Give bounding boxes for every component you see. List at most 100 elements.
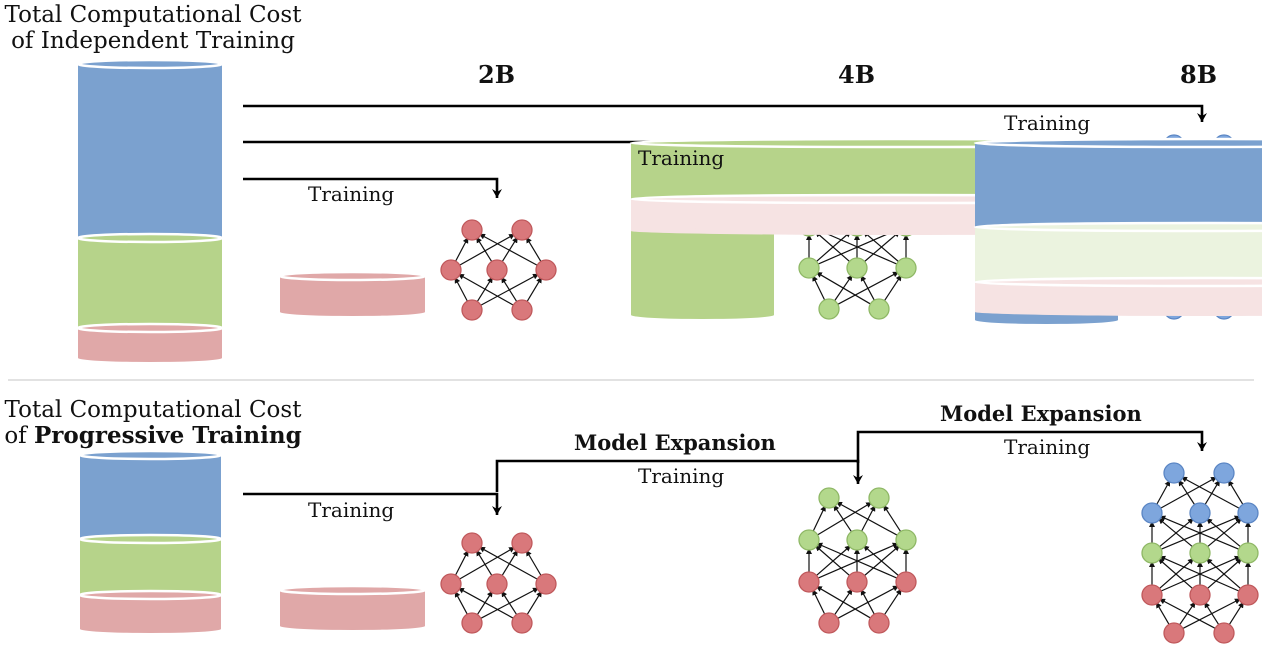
cost-cylinder-8b-progressive-segment-top — [973, 221, 1262, 233]
network-2b-independent — [440, 219, 557, 321]
bottom-title: Total Computational Cost of Progressive … — [0, 397, 306, 449]
network-4b-independent-node — [818, 298, 840, 320]
model-expansion-label-2: Model Expansion — [940, 401, 1142, 426]
network-4b-independent-edge — [837, 271, 899, 305]
total-cost-cylinder-progressive-segment — [80, 539, 221, 595]
network-4b-independent-node — [895, 257, 917, 279]
total-cost-cylinder-progressive-segment — [80, 455, 221, 539]
expansion-arrow-4b-8b — [856, 430, 1207, 463]
network-4b-independent-edge — [812, 275, 826, 301]
network-2b-independent-node — [440, 259, 462, 281]
network-2b-independent-node — [535, 259, 557, 281]
total-cost-cylinder-independent-segment — [78, 64, 222, 238]
top-training-label-8b: Training — [1004, 111, 1091, 135]
network-8b-progressive-node — [1237, 584, 1259, 606]
network-8b-progressive-edge — [1159, 598, 1216, 629]
cost-cylinder-4b-segment-bottom — [631, 311, 774, 319]
network-2b-independent-edge — [526, 236, 542, 262]
network-2b-progressive-edge — [476, 590, 493, 615]
network-8b-progressive-edge — [1178, 479, 1196, 505]
network-4b-independent-edge — [815, 231, 850, 262]
network-2b-progressive-node — [440, 573, 462, 595]
network-4b-independent-edge — [815, 272, 871, 305]
bottom-training-label-4b: Training — [638, 464, 725, 488]
network-2b-progressive-edge — [526, 590, 542, 615]
network-2b-independent-node — [461, 299, 483, 321]
network-4b-progressive-node — [895, 529, 917, 551]
cost-cylinder-2b-segment-bottom — [280, 308, 425, 316]
network-4b-independent-edge — [863, 231, 899, 262]
bottom-training-label-8b: Training — [1004, 435, 1091, 459]
network-8b-progressive-node — [1163, 622, 1185, 644]
cost-cylinder-4b-segment — [631, 225, 774, 315]
network-2b-independent-edge — [476, 236, 493, 262]
network-8b-progressive-edge — [1158, 518, 1193, 548]
network-4b-independent-edge — [816, 228, 898, 265]
cost-cylinder-8b-progressive-segment — [975, 227, 1262, 282]
network-4b-progressive-node — [846, 571, 868, 593]
network-2b-independent-node — [511, 219, 533, 241]
network-8b-progressive-node — [1141, 542, 1163, 564]
top-title-line1: Total Computational Cost — [4, 2, 302, 28]
network-4b-progressive-edge — [860, 589, 875, 615]
network-8b-progressive-edge — [1179, 601, 1196, 626]
network-8b-progressive — [1141, 462, 1259, 644]
network-8b-progressive-node — [1189, 502, 1211, 524]
network-8b-progressive-edge — [1159, 515, 1240, 550]
total-cost-cylinder-independent — [76, 58, 224, 362]
network-8b-progressive-edge — [1156, 601, 1170, 625]
model-size-8b: 8B — [1180, 60, 1217, 89]
network-2b-independent-edge — [479, 233, 538, 266]
network-4b-progressive-edge — [812, 505, 826, 532]
network-2b-independent-edge — [454, 277, 468, 302]
network-4b-progressive-node — [846, 529, 868, 551]
network-2b-progressive-edge — [459, 547, 516, 580]
cost-cylinder-8b-progressive — [973, 137, 1262, 316]
network-8b-progressive-edge — [1228, 601, 1244, 625]
network-4b-progressive-edge — [833, 504, 852, 533]
network-2b-independent-edge — [457, 273, 514, 306]
network-8b-progressive-edge — [1181, 476, 1240, 509]
network-2b-independent-edge — [459, 233, 516, 266]
total-cost-cylinder-progressive-segment-bottom — [80, 625, 221, 633]
network-4b-progressive-edge — [883, 588, 902, 615]
cost-cylinder-2b-segment-top — [278, 270, 427, 282]
cost-cylinder-2b-progressive — [278, 584, 427, 630]
network-2b-progressive-node — [486, 573, 508, 595]
network-4b-progressive-node — [818, 612, 840, 634]
network-4b-progressive-node — [868, 612, 890, 634]
network-2b-progressive-edge — [458, 587, 514, 619]
cost-cylinder-8b-progressive-segment — [975, 143, 1262, 227]
network-2b-progressive — [440, 532, 557, 634]
total-cost-cylinder-independent-segment-top — [76, 58, 224, 70]
bottom-title-prefix: of — [4, 423, 34, 449]
cost-cylinder-8b-segment-bottom — [975, 316, 1118, 324]
cost-cylinder-8b-progressive-segment-top — [973, 137, 1262, 149]
network-4b-progressive-node — [818, 487, 840, 509]
cost-cylinder-8b-progressive-segment-top — [973, 276, 1262, 288]
cost-cylinder-4b — [629, 219, 776, 319]
bottom-title-line1: Total Computational Cost — [4, 397, 302, 423]
top-training-label-2b: Training — [308, 182, 395, 206]
expansion-arrow-2b-4b — [495, 459, 863, 492]
network-4b-progressive-edge — [815, 545, 850, 576]
network-8b-progressive-edge — [1158, 558, 1193, 589]
bottom-training-label-2b: Training — [308, 498, 395, 522]
network-4b-independent-node — [846, 257, 868, 279]
network-8b-progressive-node — [1141, 584, 1163, 606]
total-cost-cylinder-progressive-segment — [80, 595, 221, 629]
network-4b-independent-edge — [860, 275, 875, 301]
network-4b-independent-node — [868, 298, 890, 320]
total-cost-cylinder-independent-segment-top — [76, 232, 224, 244]
network-8b-progressive-edge — [1228, 479, 1244, 505]
total-cost-cylinder-independent-segment-top — [76, 322, 224, 334]
network-4b-independent-edge — [883, 274, 902, 301]
network-2b-independent-edge — [455, 237, 469, 262]
training-arrow-8b — [243, 104, 1207, 122]
network-4b-progressive-node — [798, 571, 820, 593]
total-cost-cylinder-progressive-segment-top — [78, 589, 223, 601]
network-4b-independent-node — [798, 257, 820, 279]
cost-cylinder-2b-progressive-segment — [280, 590, 425, 626]
top-title-line2: of Independent Training — [11, 28, 295, 54]
network-8b-progressive-edge — [1206, 518, 1241, 548]
